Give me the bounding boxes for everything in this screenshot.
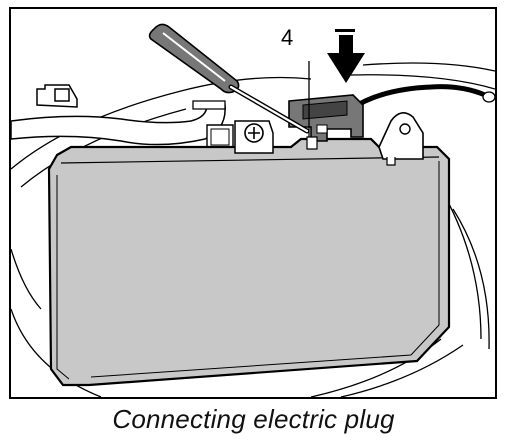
left-bracket: [36, 84, 78, 108]
screwdriver-icon: [148, 23, 310, 134]
down-arrow-icon: [327, 29, 365, 83]
coolant-hose: [11, 100, 234, 158]
figure-caption: Connecting electric plug: [112, 404, 395, 434]
mounting-eye: [378, 112, 424, 166]
callout-number: 4: [281, 25, 294, 50]
electric-plug: [288, 84, 495, 150]
control-module: [47, 137, 451, 387]
module-housing: [47, 137, 451, 387]
illustration-frame: [9, 7, 497, 399]
mounting-screw: [234, 120, 274, 154]
illustration: [11, 23, 495, 397]
